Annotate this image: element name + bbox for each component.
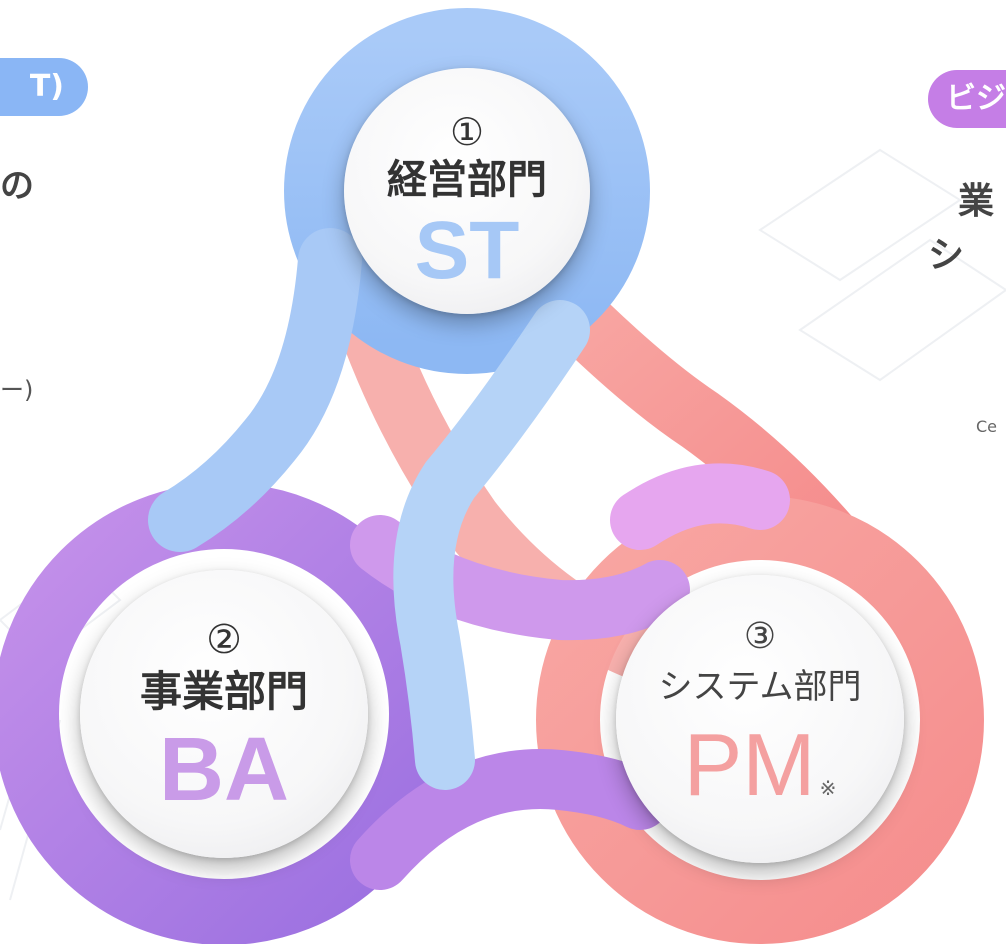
left-subtext: ー) (0, 376, 34, 404)
circle-number: ② (206, 617, 242, 663)
department-label: 経営部門 (387, 157, 547, 203)
role-abbreviation-wrap: PM※ (616, 715, 904, 839)
department-label: システム部門 (658, 667, 862, 707)
right-heading-line2: シ (928, 235, 965, 276)
circle-number: ③ (743, 616, 777, 657)
business-department-circle: ② 事業部門 BA (80, 570, 368, 858)
department-label: 事業部門 (139, 667, 308, 716)
role-abbreviation: BA (159, 720, 289, 820)
left-heading: の (0, 166, 34, 206)
management-department-circle: ① 経営部門 ST (344, 68, 590, 314)
right-category-pill-text: ビジ (946, 81, 1006, 116)
role-abbreviation: ST (414, 205, 520, 296)
circle-number: ① (449, 110, 485, 154)
left-category-pill: T) (0, 58, 88, 116)
st-ring-band (148, 8, 650, 790)
right-heading: 業 シ (928, 175, 995, 283)
right-note: Ce (976, 417, 998, 436)
right-category-pill: ビジ (928, 70, 1006, 128)
right-heading-line1: 業 (958, 181, 995, 222)
left-category-pill-text: T) (29, 69, 64, 104)
system-department-circle: ③ システム部門 PM※ (616, 575, 904, 863)
footnote-mark: ※ (819, 778, 837, 800)
role-abbreviation: PM (683, 715, 816, 814)
